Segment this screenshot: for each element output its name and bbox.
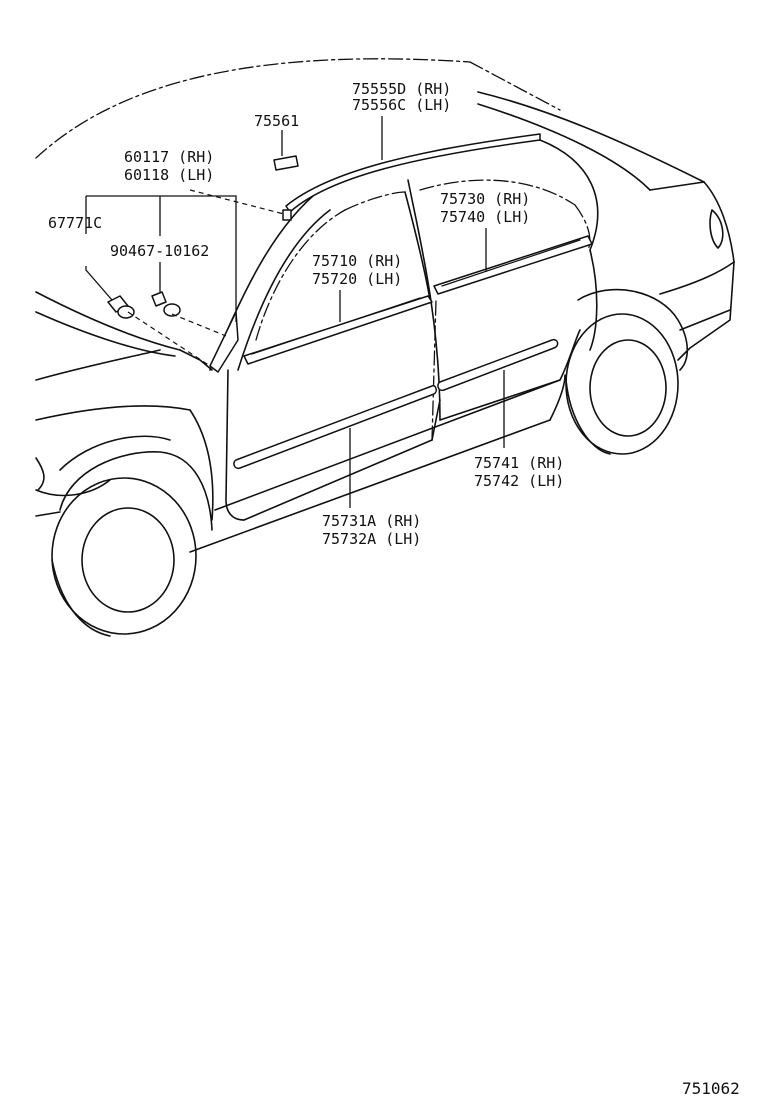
car-body-outline xyxy=(35,58,735,553)
rear-belt-molding-rh-label: 75730 (RH) xyxy=(440,190,530,208)
clip-75561-label: 75561 xyxy=(254,112,299,130)
rear-belt-molding-lh-label: 75740 (LH) xyxy=(440,208,530,226)
front-door-molding-part xyxy=(233,384,437,470)
clip-67771c-part xyxy=(107,295,135,319)
roof-molding-lh-label: 75556C (LH) xyxy=(352,96,451,114)
fender-liner-part xyxy=(209,311,239,373)
rear-door-molding-part xyxy=(437,338,559,392)
rear-door-molding-lh-label: 75742 (LH) xyxy=(474,472,564,490)
clip-75561-part xyxy=(273,155,299,171)
front-belt-molding-part xyxy=(243,295,433,365)
rear-wheel xyxy=(565,288,689,455)
front-door-molding-lh-label: 75732A (LH) xyxy=(322,530,421,548)
rear-belt-molding-part xyxy=(433,235,593,295)
clip-90467-part xyxy=(151,291,181,317)
leader-lines xyxy=(85,116,505,508)
front-door-molding-rh-label: 75731A (RH) xyxy=(322,512,421,530)
roof-molding-part xyxy=(285,133,541,213)
clip-90467-label: 90467-10162 xyxy=(110,242,209,260)
front-belt-molding-rh-label: 75710 (RH) xyxy=(312,252,402,270)
rear-door-molding-rh-label: 75741 (RH) xyxy=(474,454,564,472)
roof-molding-rh-label: 75555D (RH) xyxy=(352,80,451,98)
diagram-code: 751062 xyxy=(682,1079,740,1098)
clip-small-part xyxy=(282,209,292,221)
fender-liner-rh-label: 60117 (RH) xyxy=(124,148,214,166)
clip-67771c-label: 67771C xyxy=(48,214,102,232)
front-wheel xyxy=(51,477,197,637)
front-belt-molding-lh-label: 75720 (LH) xyxy=(312,270,402,288)
fender-liner-lh-label: 60118 (LH) xyxy=(124,166,214,184)
